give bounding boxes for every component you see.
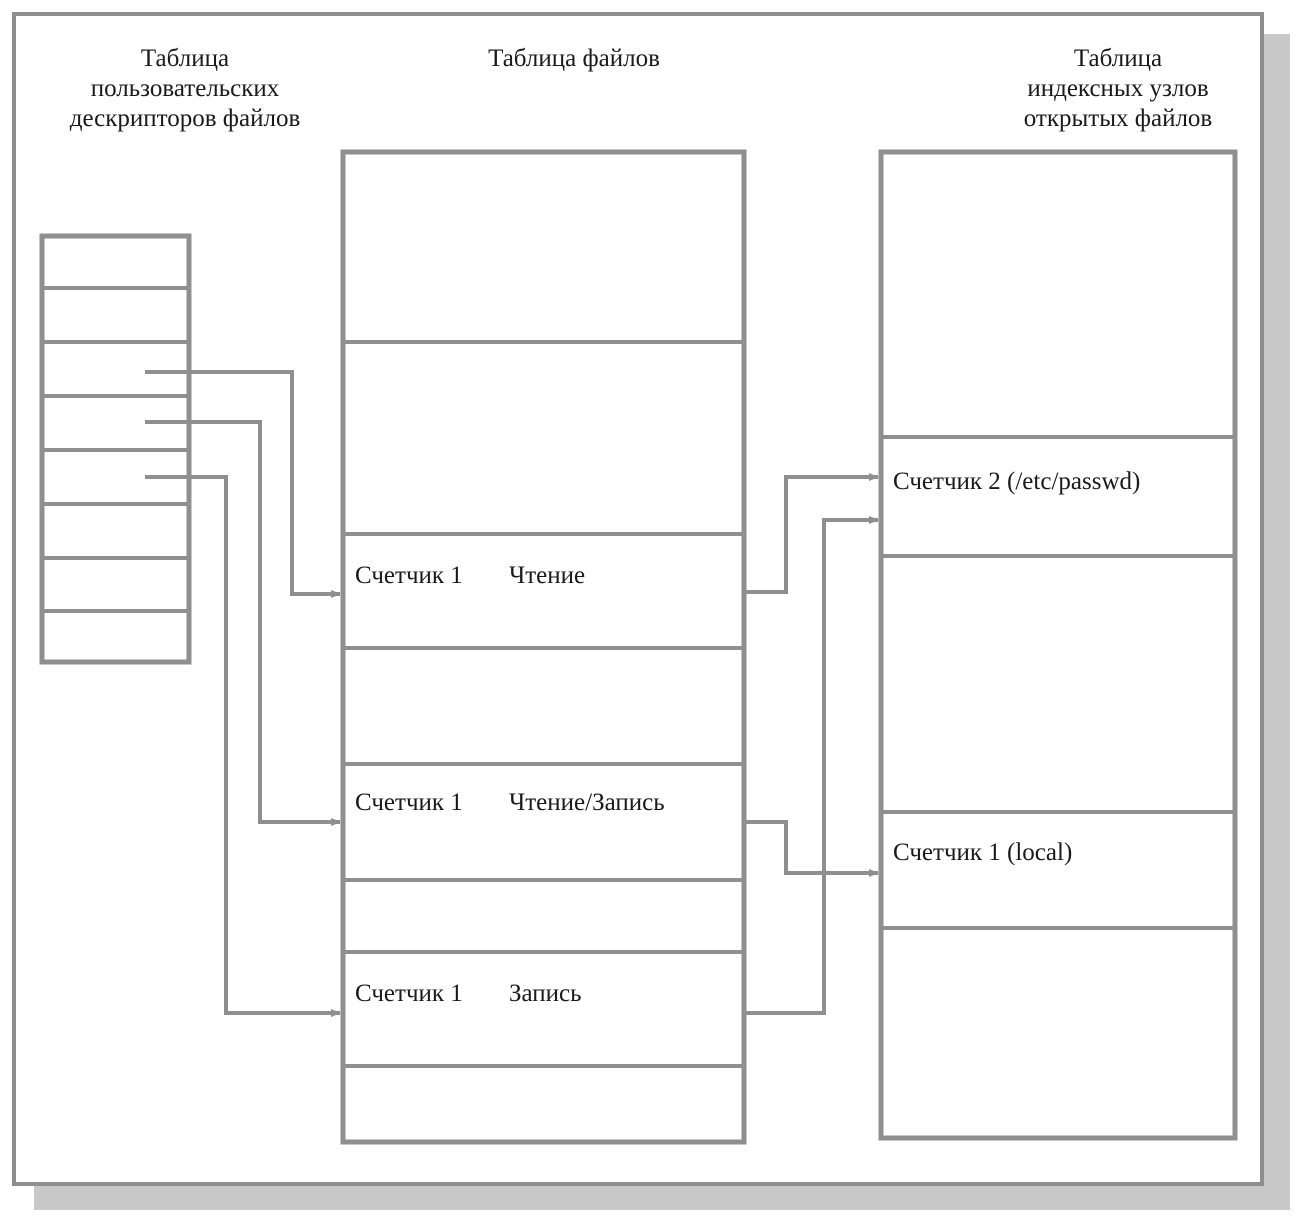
- user-fd-table: [39, 233, 192, 665]
- inode-table-box: [878, 149, 1238, 1141]
- header-inode-table: Таблица индексных узлов открытых файлов: [1024, 45, 1212, 132]
- fd-arrow-to-read: [145, 370, 341, 598]
- inode-entry-passwd: Счетчик 2 (/etc/passwd): [893, 468, 1140, 495]
- file-entry-counter: Счетчик 1: [355, 562, 463, 589]
- file-entry-counter: Счетчик 1: [355, 980, 463, 1007]
- file-entry-write: Счетчик 1 Запись: [355, 980, 582, 1007]
- fd-arrow-to-write: [145, 475, 341, 1017]
- file-arrow-read-write-to-local: [744, 820, 879, 877]
- header-inode-line-2: индексных узлов: [1027, 75, 1208, 102]
- file-entry-mode: Чтение/Запись: [509, 789, 665, 816]
- file-entry-read: Счетчик 1 Чтение: [355, 562, 585, 589]
- header-inode-line-1: Таблица: [1074, 45, 1162, 72]
- fd-pointers: [145, 370, 341, 1017]
- header-user-fd-line-1: Таблица: [141, 45, 229, 72]
- file-table: Счетчик 1 Чтение Счетчик 1 Чтение/Запись…: [340, 149, 747, 1145]
- file-entry-mode: Запись: [509, 980, 582, 1007]
- inode-pointers: [744, 473, 879, 1015]
- fd-arrow-to-read-write: [145, 420, 341, 826]
- header-inode-line-3: открытых файлов: [1024, 105, 1212, 132]
- inode-entry-local: Счетчик 1 (local): [893, 839, 1072, 866]
- header-user-fd-table: Таблица пользовательских дескрипторов фа…: [70, 45, 301, 132]
- file-entry-mode: Чтение: [509, 562, 585, 589]
- header-file-table: Таблица файлов: [488, 45, 660, 72]
- file-arrow-write-to-passwd: [744, 516, 879, 1015]
- file-arrow-read-to-passwd: [744, 473, 879, 594]
- file-entry-read-write: Счетчик 1 Чтение/Запись: [355, 789, 665, 816]
- header-user-fd-line-2: пользовательских: [91, 75, 280, 102]
- inode-table: Счетчик 2 (/etc/passwd) Счетчик 1 (local…: [878, 149, 1238, 1141]
- header-user-fd-line-3: дескрипторов файлов: [70, 105, 301, 132]
- file-entry-counter: Счетчик 1: [355, 789, 463, 816]
